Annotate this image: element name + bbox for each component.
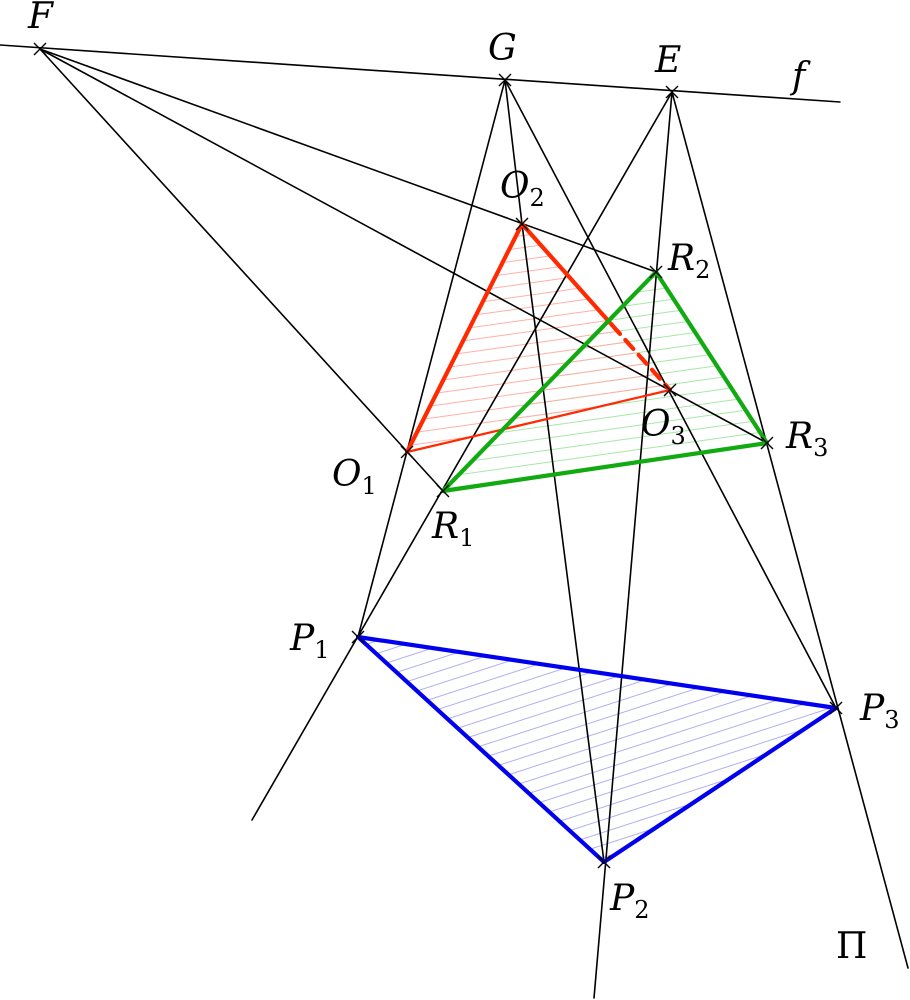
red-edge-O1-O3 — [405, 388, 672, 454]
construction-lines — [0, 44, 909, 999]
vanishing-line-f — [0, 44, 841, 103]
line-E-R1-P1 — [251, 91, 673, 821]
marker-P2 — [597, 855, 611, 869]
label-P3: P3 — [859, 688, 900, 734]
label-O3: O3 — [641, 404, 686, 450]
marker-P3 — [829, 701, 843, 715]
line-F-O3-R3 — [39, 48, 768, 444]
label-E: E — [654, 40, 681, 81]
marker-F — [33, 42, 47, 56]
label-R2: R2 — [667, 238, 710, 284]
red-edge-O2-O3-dashed — [609, 322, 673, 393]
label-P1: P1 — [289, 618, 330, 664]
line-F-O1-R1 — [39, 48, 444, 492]
label-plane-Pi: Π — [836, 926, 867, 967]
label-R1: R1 — [431, 506, 474, 552]
marker-O1 — [400, 445, 414, 459]
marker-O2 — [515, 217, 529, 231]
point-labels: F G E f O2 R2 O3 R3 O1 R1 P1 P3 P2 Π — [27, 0, 900, 967]
label-F: F — [27, 0, 55, 37]
label-R3: R3 — [785, 416, 828, 462]
red-triangle — [404, 221, 673, 455]
red-triangle-fill — [407, 224, 670, 452]
line-F-O2-R2 — [39, 48, 657, 273]
marker-R1 — [436, 484, 450, 498]
marker-G — [498, 73, 512, 87]
label-O2: O2 — [500, 166, 545, 212]
marker-O3 — [663, 383, 677, 397]
red-edge-O1-O2 — [404, 221, 525, 455]
red-edge-O2-O3-solid — [519, 221, 615, 328]
marker-P1 — [351, 630, 365, 644]
line-E-R3-P3 — [671, 91, 909, 969]
line-G-O2 — [504, 79, 523, 225]
label-P2: P2 — [609, 878, 650, 924]
marker-R2 — [649, 265, 663, 279]
blue-triangle-fill — [358, 637, 836, 862]
line-E-R2-P2 — [593, 91, 673, 999]
marker-E — [665, 85, 679, 99]
line-O2-P2 — [521, 223, 605, 863]
label-O1: O1 — [332, 454, 377, 500]
blue-triangle — [355, 634, 839, 865]
line-G-O1-P1 — [357, 79, 506, 638]
marker-R3 — [760, 436, 774, 450]
label-f: f — [789, 56, 811, 97]
line-G-P3 — [504, 79, 837, 709]
green-triangle — [440, 269, 770, 494]
point-markers — [33, 42, 843, 869]
label-G: G — [488, 28, 517, 69]
